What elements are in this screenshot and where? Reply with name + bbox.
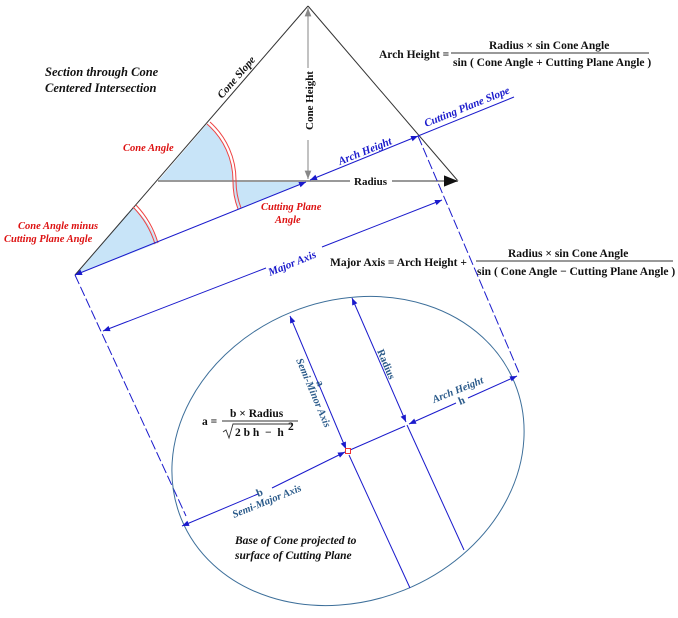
- semi-major-letter: b: [255, 486, 265, 499]
- base-caption-line-1: Base of Cone projected to: [234, 535, 357, 547]
- title-line-2: Centered Intersection: [45, 81, 157, 95]
- ellipse-center-marker: [345, 448, 351, 454]
- arch-height-letter: h: [457, 394, 467, 407]
- major-axis-through: [349, 425, 406, 451]
- cutting-plane-line-lower: [74, 181, 307, 276]
- semi-minor-formula-exponent: 2: [288, 421, 294, 433]
- semi-minor-formula-denominator: 2 b h − h: [235, 427, 284, 439]
- base-ellipse: [171, 295, 525, 607]
- cone-slope-label: Cone Slope: [215, 54, 258, 101]
- radical-sign: [222, 423, 292, 440]
- semi-minor-letter: a: [313, 378, 326, 388]
- cone-minus-cutting-label-1: Cone Angle minus: [18, 221, 98, 232]
- projection-line-right: [417, 135, 521, 376]
- radius-chord-extension: [406, 424, 465, 551]
- radius-label-top: Radius: [354, 176, 388, 188]
- major-axis-formula-numerator: Radius × sin Cone Angle: [508, 248, 628, 260]
- arch-height-top-label: Arch Height: [336, 135, 395, 168]
- arch-height-formula: Arch Height = Radius × sin Cone Angle si…: [379, 40, 651, 69]
- semi-major-axis-line-a: [181, 493, 259, 527]
- semi-major-axis-label: Semi-Major Axis: [231, 483, 303, 521]
- cone-height-label: Cone Height: [304, 71, 316, 130]
- semi-minor-formula-numerator: b × Radius: [230, 408, 284, 420]
- major-axis-formula: Major Axis = Arch Height + Radius × sin …: [330, 248, 675, 278]
- arch-height-formula-numerator: Radius × sin Cone Angle: [489, 40, 609, 52]
- semi-major-axis-line-b: [271, 451, 346, 489]
- cutting-plane-angle-label-1: Cutting Plane: [261, 202, 322, 213]
- semi-minor-axis-label: Semi-Minor Axis: [293, 357, 332, 429]
- cone-angle-arc: [206, 123, 234, 182]
- cone-slope-right: [307, 5, 459, 182]
- semi-minor-formula: a = b × Radius 2 b h − h 2: [202, 408, 298, 440]
- base-caption-line-2: surface of Cutting Plane: [234, 550, 352, 562]
- projection-line-left: [74, 274, 187, 517]
- cone-angle-fill: [158, 124, 234, 181]
- semi-minor-axis-line: [289, 315, 347, 450]
- cutting-plane-angle-label-2: Angle: [274, 215, 301, 226]
- arch-height-formula-denominator: sin ( Cone Angle + Cutting Plane Angle ): [453, 57, 651, 69]
- semi-minor-formula-lhs: a =: [202, 416, 217, 428]
- arch-height-top-line: [309, 135, 419, 181]
- title-line-1: Section through Cone: [45, 65, 159, 79]
- arch-height-ellipse-line-b: [467, 375, 518, 399]
- arch-height-ellipse-line-a: [408, 402, 457, 425]
- major-axis-formula-lhs: Major Axis = Arch Height +: [330, 257, 467, 269]
- radius-ellipse-label: Radius: [374, 348, 396, 381]
- arch-height-formula-lhs: Arch Height =: [379, 49, 449, 61]
- semi-minor-extension: [348, 454, 411, 589]
- major-axis-line-a: [102, 267, 267, 332]
- cone-minus-cutting-label-2: Cutting Plane Angle: [4, 234, 93, 245]
- radius-chord-line: [351, 297, 407, 423]
- cone-slope-left: [74, 5, 309, 276]
- cone-angle-label: Cone Angle: [123, 143, 174, 154]
- major-axis-formula-denominator: sin ( Cone Angle − Cutting Plane Angle ): [477, 266, 675, 278]
- cutting-plane-slope-line: [417, 96, 515, 137]
- major-axis-label: Major Axis: [266, 249, 318, 279]
- major-axis-line-b: [321, 199, 443, 248]
- cutting-plane-slope-label: Cutting Plane Slope: [423, 84, 512, 129]
